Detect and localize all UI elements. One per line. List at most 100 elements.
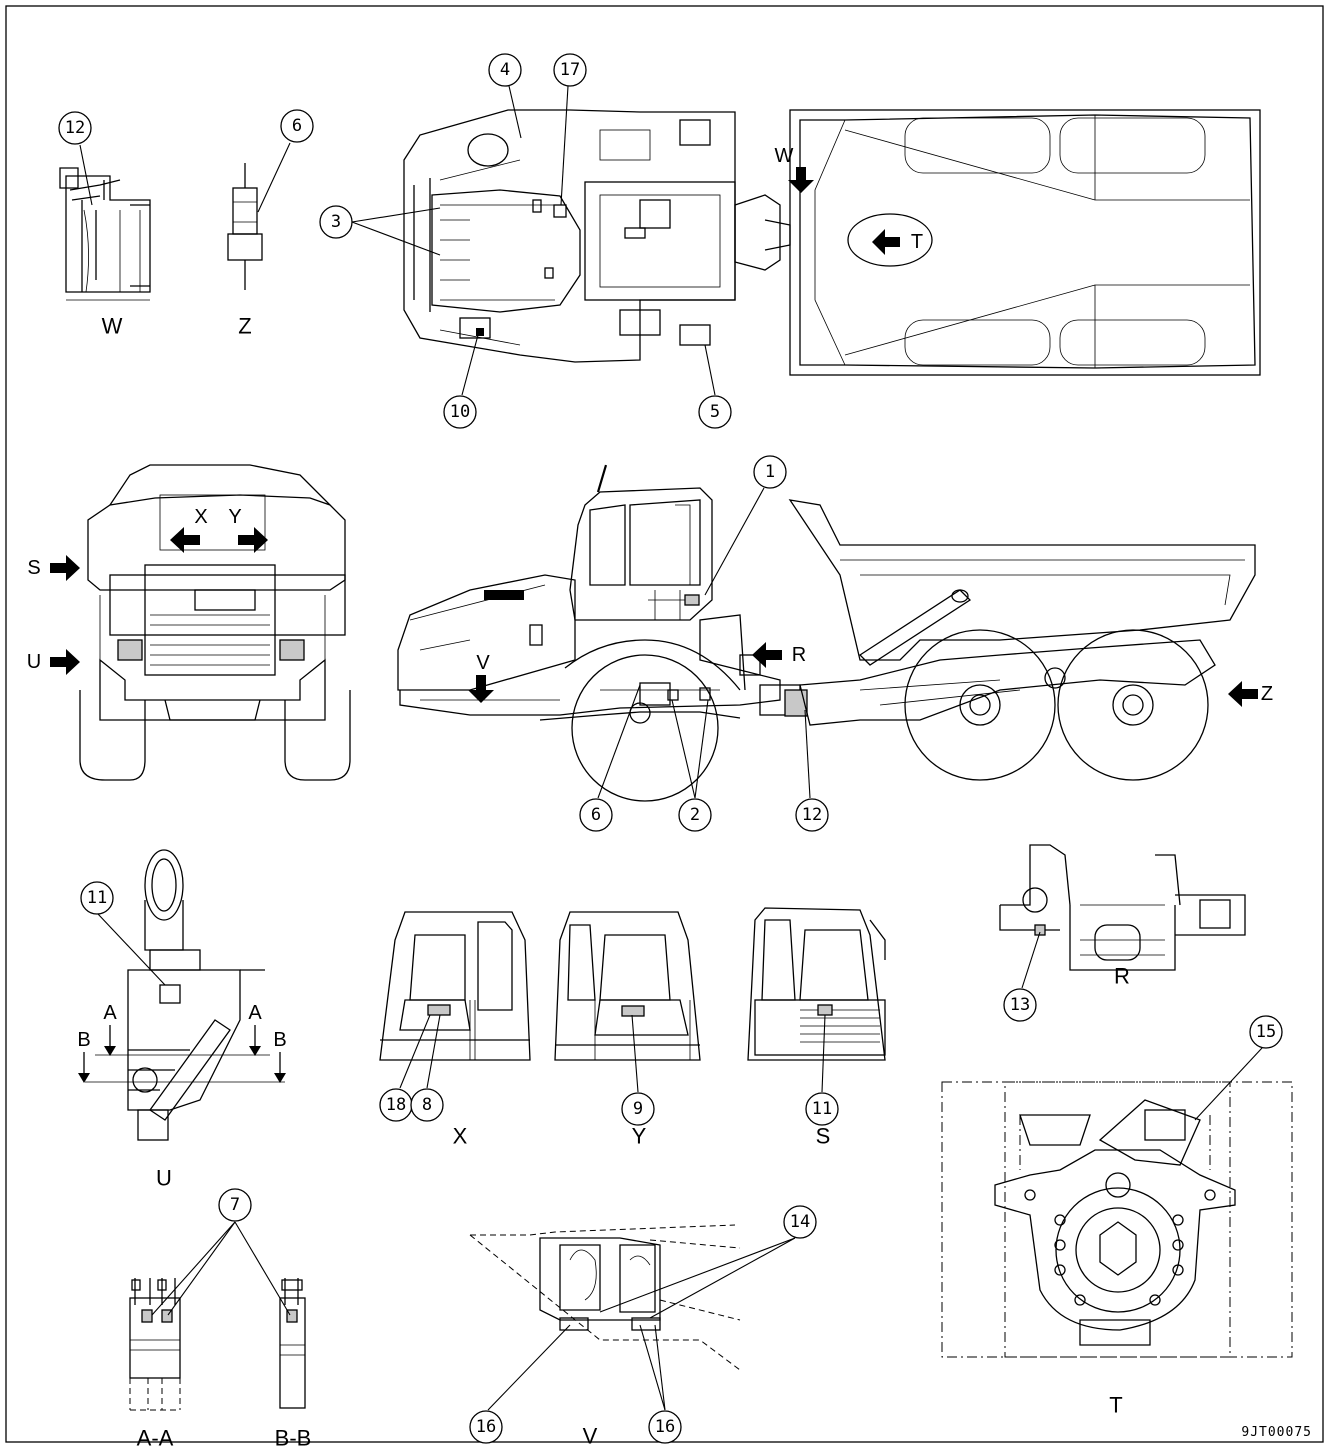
callout-17: 17 [553, 53, 587, 87]
view-s-cab: S [747, 907, 886, 1149]
view-r-label: R [1114, 964, 1130, 989]
callout-2: 2 [678, 798, 712, 832]
callout-7: 7 [218, 1188, 252, 1222]
callout-1: 1 [753, 455, 787, 489]
svg-text:15: 15 [1256, 1022, 1276, 1042]
svg-text:6: 6 [591, 805, 601, 825]
callout-5: 5 [698, 395, 732, 429]
svg-text:17: 17 [560, 60, 580, 80]
top-view-dump-body [789, 109, 1261, 376]
section-a-right: A [248, 1002, 262, 1056]
svg-text:12: 12 [65, 118, 85, 138]
callout-10: 10 [443, 395, 477, 429]
arrow-z-side: Z [1228, 681, 1273, 707]
arrow-t-top: T [872, 229, 923, 255]
callout-4: 4 [488, 53, 522, 87]
section-b-left-label: B [77, 1029, 90, 1051]
arrow-w-top: W [775, 145, 814, 193]
view-w-label: W [102, 314, 123, 339]
section-aa-detail: A-A [129, 1278, 181, 1450]
svg-text:11: 11 [87, 888, 107, 908]
section-b-right: B [273, 1029, 287, 1083]
view-t-detail: T [941, 1081, 1293, 1418]
callout-8: 8 [410, 1088, 444, 1122]
view-u-detail: U [85, 849, 285, 1191]
svg-text:16: 16 [476, 1417, 496, 1437]
svg-text:2: 2 [690, 805, 700, 825]
view-z-detail: Z [227, 163, 263, 339]
view-w-detail: W [59, 167, 151, 339]
svg-text:6: 6 [292, 116, 302, 136]
callout-9: 9 [621, 1092, 655, 1126]
leader-lines [79, 85, 1263, 1411]
svg-text:18: 18 [386, 1095, 406, 1115]
callout-3: 3 [319, 205, 353, 239]
view-v-detail: V [469, 1224, 741, 1449]
section-bb-detail: B-B [275, 1278, 312, 1450]
svg-text:8: 8 [422, 1095, 432, 1115]
svg-text:14: 14 [790, 1212, 810, 1232]
svg-text:11: 11 [812, 1099, 832, 1119]
callout-11-s: 11 [805, 1092, 839, 1126]
callout-6-side: 6 [579, 798, 613, 832]
svg-text:12: 12 [802, 805, 822, 825]
section-a-right-label: A [248, 1002, 262, 1024]
section-aa-label: A-A [137, 1426, 174, 1450]
drawing-code: 9JT00075 [1241, 1425, 1312, 1440]
view-r-detail: R [999, 844, 1246, 989]
callout-18: 18 [379, 1088, 413, 1122]
arrow-u-front: U [27, 649, 80, 675]
section-a-left-label: A [103, 1002, 117, 1024]
arrow-u-label: U [27, 651, 41, 673]
front-view-machine [79, 464, 351, 781]
callout-16-left: 16 [469, 1410, 503, 1444]
svg-text:5: 5 [710, 402, 720, 422]
view-x-cab: X [379, 911, 531, 1149]
svg-text:16: 16 [655, 1417, 675, 1437]
arrow-v-label: V [476, 652, 490, 674]
arrow-w-label: W [775, 145, 794, 167]
callout-6-z: 6 [280, 109, 314, 143]
section-bb-label: B-B [275, 1426, 312, 1450]
view-y-label: Y [632, 1124, 647, 1149]
section-b-right-label: B [273, 1029, 286, 1051]
callout-12-side: 12 [795, 798, 829, 832]
svg-text:3: 3 [331, 212, 341, 232]
view-s-label: S [816, 1124, 831, 1149]
arrow-y-label: Y [228, 506, 241, 528]
view-t-label: T [1109, 1393, 1122, 1418]
arrow-x-label: X [194, 506, 207, 528]
section-a-left: A [103, 1002, 117, 1056]
side-view-machine [397, 464, 1256, 802]
view-x-label: X [453, 1124, 468, 1149]
arrow-x-front: X [170, 506, 208, 553]
svg-text:4: 4 [500, 60, 510, 80]
view-v-label: V [583, 1424, 598, 1449]
view-y-cab: Y [554, 911, 701, 1149]
callout-12-w: 12 [58, 111, 92, 145]
svg-text:9: 9 [633, 1099, 643, 1119]
arrow-r-label: R [792, 644, 806, 666]
arrow-z-label: Z [1261, 683, 1273, 705]
callout-16-right: 16 [648, 1410, 682, 1444]
view-u-label: U [156, 1166, 172, 1191]
section-b-left: B [77, 1029, 91, 1083]
view-z-label: Z [238, 314, 251, 339]
arrow-y-front: Y [228, 506, 268, 553]
arrow-s-front: S [27, 555, 80, 581]
svg-text:7: 7 [230, 1195, 240, 1215]
arrow-t-label: T [911, 231, 923, 253]
arrow-v-side: V [468, 652, 494, 703]
svg-text:13: 13 [1010, 995, 1030, 1015]
top-view-machine [403, 109, 791, 363]
svg-text:10: 10 [450, 402, 470, 422]
arrow-s-label: S [27, 557, 40, 579]
callout-11-u: 11 [80, 881, 114, 915]
callout-13: 13 [1003, 988, 1037, 1022]
callout-14: 14 [783, 1205, 817, 1239]
svg-text:1: 1 [765, 462, 775, 482]
arrow-r-side: R [752, 642, 806, 668]
callout-15: 15 [1249, 1015, 1283, 1049]
